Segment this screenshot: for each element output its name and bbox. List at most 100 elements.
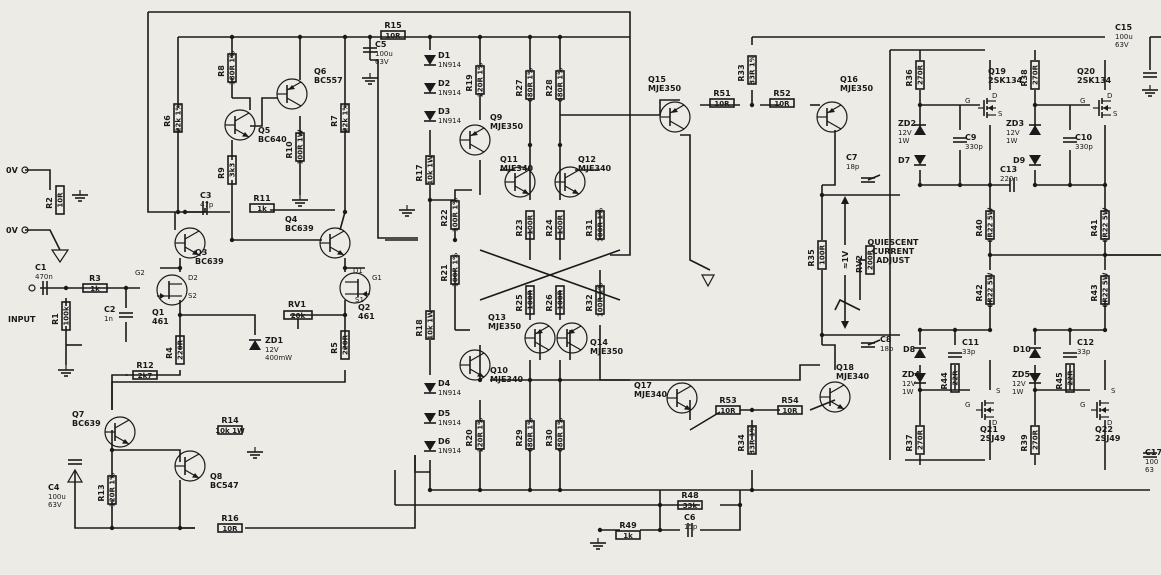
transistor-ref: Q17 [634, 381, 652, 390]
wiring [25, 11, 1161, 533]
resistor-ref: R29 [515, 429, 524, 447]
pin-label: D [992, 92, 997, 100]
transistor-ref: Q18 [836, 363, 854, 372]
terminal-label: 0V [6, 166, 19, 175]
zener-zd4 [914, 373, 926, 383]
resistor-ref: R13 [97, 484, 106, 501]
transistor-ref: Q8 [210, 472, 223, 481]
junction-dot [917, 102, 923, 108]
ground-symbol [291, 194, 309, 207]
wire [232, 97, 251, 110]
zener-ref: ZD1 [265, 336, 283, 345]
resistor-r1 [61, 301, 71, 331]
capacitor-ref: C2 [104, 305, 115, 314]
transistor-ref: Q16 [840, 75, 858, 84]
resistor-value: 0R22 5W [1102, 272, 1110, 307]
arrow-head [841, 196, 849, 204]
resistor-ref: R3 [89, 274, 101, 283]
resistor-value: 100R 1% [597, 283, 605, 317]
capacitor-ref: C4 [48, 483, 60, 492]
supply-arrow [66, 468, 84, 483]
ground-symbol [71, 189, 89, 202]
resistor-ref: R40 [975, 219, 984, 237]
resistor-value: 220R 1% [477, 418, 485, 452]
junction-dot [297, 34, 303, 40]
jfet-type: 461 [358, 312, 375, 321]
wire [680, 134, 711, 271]
resistor-ref: R32 [585, 294, 594, 311]
junction-dot [182, 209, 188, 215]
transistor-ref: Q10 [490, 366, 508, 375]
pin-label: S1 [355, 296, 364, 304]
wire [74, 471, 112, 529]
pin-label: S2 [188, 292, 197, 300]
pin-label: G2 [135, 269, 145, 277]
capacitor-ref: C8 [880, 335, 892, 344]
resistor-ref: R14 [221, 416, 239, 425]
junction-dot [1067, 182, 1073, 188]
junction-dot [1102, 252, 1108, 258]
resistor-value: 220R 1% [477, 63, 485, 97]
wire [490, 364, 820, 381]
junction-dot [657, 502, 663, 508]
pin-label: D [1107, 419, 1112, 427]
junction-dot [1032, 102, 1038, 108]
transistor-type: MJE350 [590, 347, 624, 356]
mosfet-q20 [1092, 97, 1112, 119]
resistor-r44 [950, 363, 960, 393]
resistor-value: 10R [385, 32, 401, 40]
resistor-ref: R28 [545, 79, 554, 97]
diode-ref: D8 [903, 345, 916, 354]
resistor-ref: R48 [681, 491, 699, 500]
resistor-ref: R2 [45, 197, 54, 209]
resistor-ref: R51 [713, 89, 731, 98]
capacitor-ref: C5 [375, 40, 387, 49]
diode-d3 [424, 111, 436, 121]
resistor-ref: R54 [781, 396, 799, 405]
junction-dot [1067, 327, 1073, 333]
wire [822, 130, 836, 186]
resistor-ref: R33 [737, 64, 746, 81]
diode-type: 1N914 [438, 447, 462, 455]
junction-dot [987, 252, 993, 258]
pin-label: D1 [353, 267, 363, 275]
transistor-ref: Q7 [72, 410, 84, 419]
mosfet-q21 [975, 399, 995, 421]
resistor-r28 [555, 70, 565, 100]
junction-dot [342, 312, 348, 318]
transistor-type: MJE350 [840, 84, 874, 93]
zener-zd3 [1029, 125, 1041, 135]
resistor-ref: R38 [1020, 69, 1029, 87]
diode-d4 [424, 383, 436, 393]
mosfet-q19 [977, 97, 997, 119]
resistor-value: 0R22 5W [1102, 207, 1110, 242]
diode-type: 1N914 [438, 89, 462, 97]
transistor-type: BC547 [210, 481, 239, 490]
resistor-ref: R19 [465, 74, 474, 92]
junction-dot [1032, 387, 1038, 393]
resistor-r31 [595, 210, 605, 240]
resistor-value: 10R [222, 525, 238, 533]
diode-type: 1N914 [438, 389, 462, 397]
transistor-q17 [666, 382, 698, 414]
wire [245, 455, 416, 529]
capacitor-value: 18p [880, 345, 894, 353]
resistor-value: 1k [623, 532, 633, 540]
resistor-r3 [82, 283, 108, 293]
capacitor-value: 18p [846, 163, 860, 171]
diode-ref: D5 [438, 409, 451, 418]
transistor-ref: Q4 [285, 215, 298, 224]
resistor-r16 [217, 523, 243, 533]
resistor-r4 [175, 335, 185, 365]
mosfet-type: 2SK134 [1077, 76, 1112, 85]
resistor-r52 [769, 98, 795, 108]
resistor-ref: R20 [465, 429, 474, 447]
wire [147, 12, 175, 213]
diode-d5 [424, 413, 436, 423]
transistor-q10 [459, 349, 491, 381]
resistor-r51 [709, 98, 735, 108]
resistor-ref: R30 [545, 429, 554, 447]
resistor-r23 [525, 210, 535, 240]
